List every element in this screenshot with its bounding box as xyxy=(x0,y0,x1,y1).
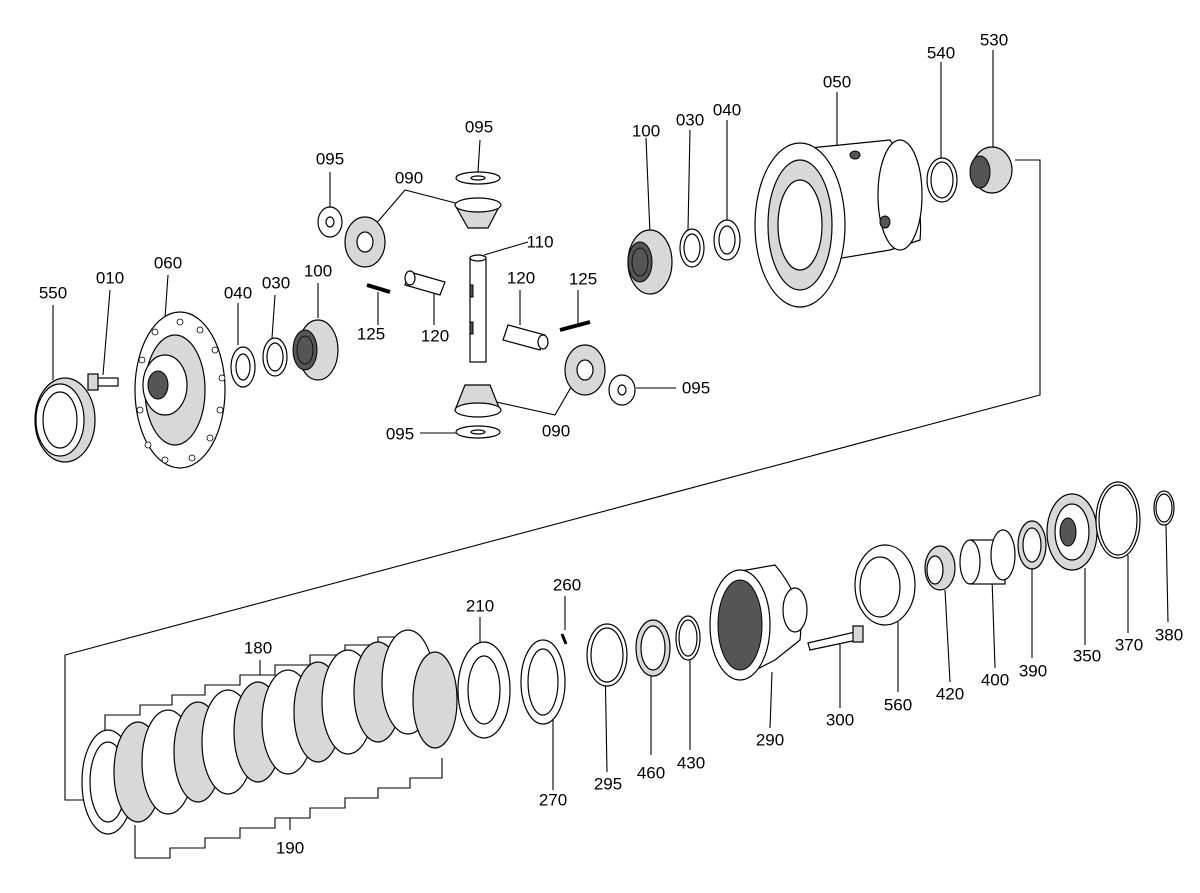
pinion-gear-090-right xyxy=(564,344,606,396)
part-label-125-right: 125 xyxy=(568,269,598,289)
part-label-400: 400 xyxy=(980,670,1010,690)
bolt-300 xyxy=(807,625,864,651)
part-label-110: 110 xyxy=(526,232,554,252)
thrust-washer-040-left xyxy=(230,346,256,388)
part-label-090-bottom: 090 xyxy=(541,421,571,441)
needle-bearing-390 xyxy=(1017,520,1047,570)
spring-plate-270 xyxy=(520,639,566,725)
part-label-530: 530 xyxy=(979,30,1009,50)
clutch-drum-290 xyxy=(709,564,808,681)
roll-pin-125-left xyxy=(366,283,391,294)
part-label-210: 210 xyxy=(465,596,495,616)
cross-shaft-110 xyxy=(469,254,487,363)
part-label-190: 190 xyxy=(275,838,305,858)
seal-ring-460 xyxy=(635,619,671,677)
thrust-washer-040-right xyxy=(713,219,741,261)
part-label-460: 460 xyxy=(636,763,666,783)
roll-pin-125-right xyxy=(559,320,591,332)
part-label-295: 295 xyxy=(593,774,623,794)
pinion-gear-090-left xyxy=(344,216,386,268)
snap-ring-430 xyxy=(675,615,701,661)
part-label-125-left: 125 xyxy=(356,324,386,344)
part-label-030-left: 030 xyxy=(261,273,291,293)
part-label-550: 550 xyxy=(38,283,68,303)
spline-gear-530 xyxy=(969,146,1013,194)
o-ring-370 xyxy=(1095,481,1141,559)
part-label-350: 350 xyxy=(1072,646,1102,666)
part-label-060: 060 xyxy=(153,253,183,273)
o-ring-380 xyxy=(1153,490,1175,526)
differential-housing-050 xyxy=(754,139,923,308)
side-gear-100-right xyxy=(627,229,673,295)
part-label-090-top: 090 xyxy=(394,168,424,188)
ring-295 xyxy=(586,623,628,687)
short-shaft-120-right xyxy=(502,324,549,351)
part-label-290: 290 xyxy=(755,730,785,750)
part-label-010: 010 xyxy=(95,268,125,288)
pinion-gear-090-bottom xyxy=(454,384,502,418)
part-label-540: 540 xyxy=(926,43,956,63)
leader-lines xyxy=(52,50,1169,790)
part-label-030-right: 030 xyxy=(675,110,705,130)
part-label-380: 380 xyxy=(1154,625,1184,645)
part-label-095-left: 095 xyxy=(315,149,345,169)
assembly-outline-lines xyxy=(64,159,1041,801)
part-label-430: 430 xyxy=(676,753,706,773)
sleeve-400 xyxy=(959,529,1016,585)
housing-half-060 xyxy=(134,311,226,469)
part-label-095-right: 095 xyxy=(681,378,711,398)
snap-ring-540 xyxy=(926,157,958,203)
part-label-100-right: 100 xyxy=(631,121,661,141)
pin-260 xyxy=(560,633,568,645)
part-label-420: 420 xyxy=(935,684,965,704)
part-label-120-right: 120 xyxy=(506,268,536,288)
part-label-390: 390 xyxy=(1018,661,1048,681)
bearing-cup-560 xyxy=(854,544,916,626)
part-label-180: 180 xyxy=(243,638,273,658)
thrust-washer-095-bottom xyxy=(455,425,501,439)
pinion-gear-090-top xyxy=(453,197,502,229)
end-plate-210 xyxy=(457,641,511,739)
part-label-260: 260 xyxy=(552,575,582,595)
part-label-300: 300 xyxy=(825,710,855,730)
part-label-100-left: 100 xyxy=(303,261,333,281)
bearing-350 xyxy=(1046,493,1098,571)
thrust-washer-095-top xyxy=(455,171,501,185)
part-label-370: 370 xyxy=(1114,635,1144,655)
bearing-550 xyxy=(34,377,96,463)
part-label-095-bottom: 095 xyxy=(385,424,415,444)
shim-030-right xyxy=(679,228,705,268)
part-label-040-left: 040 xyxy=(223,283,253,303)
short-shaft-120-left xyxy=(404,270,446,296)
part-label-050: 050 xyxy=(822,72,852,92)
shim-030-left xyxy=(262,337,288,377)
clutch-plate-stack xyxy=(81,629,458,835)
thrust-washer-095-left xyxy=(317,206,343,238)
part-label-120-left: 120 xyxy=(420,326,450,346)
part-label-040-right: 040 xyxy=(712,100,742,120)
part-label-095-top: 095 xyxy=(464,117,494,137)
bolt-010 xyxy=(87,373,119,391)
part-label-270: 270 xyxy=(538,790,568,810)
side-gear-100-left xyxy=(292,319,339,381)
part-label-560: 560 xyxy=(883,695,913,715)
spring-420 xyxy=(924,545,956,591)
thrust-washer-095-right xyxy=(608,374,636,406)
